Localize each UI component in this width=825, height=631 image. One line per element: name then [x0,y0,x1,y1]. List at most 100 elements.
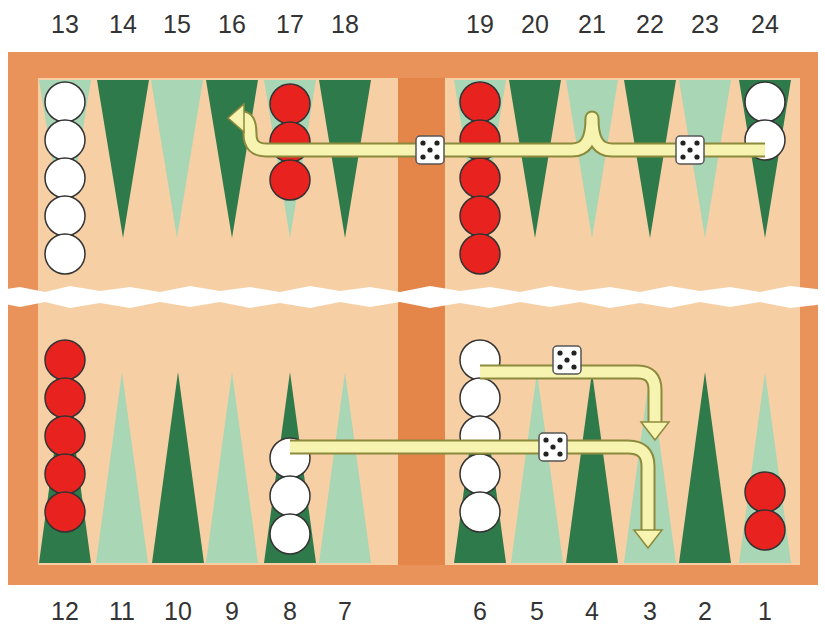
board-point [566,372,618,563]
board-point [96,372,148,563]
die [434,154,439,159]
checker [45,492,85,532]
checker [45,234,85,274]
point-number: 15 [163,12,191,37]
board-point [152,372,204,563]
board-break [0,286,825,308]
checker [460,82,500,122]
checker [745,472,785,512]
point-number: 24 [751,12,779,37]
die [420,140,425,145]
board-frame [8,52,818,585]
move-arrow [228,104,765,548]
move-arrow [228,104,244,132]
board-point [39,80,91,238]
board-point [319,372,371,563]
point-number: 1 [758,599,772,624]
die [694,154,699,159]
checker [270,514,310,554]
board-break [0,286,825,308]
point-number: 14 [109,12,137,37]
move-arrow [641,422,669,440]
board-point [264,80,316,238]
move-arrow [480,372,655,424]
checker [745,82,785,122]
point-number: 9 [225,599,239,624]
board-point [511,372,563,563]
die [416,136,444,164]
checker [45,158,85,198]
die [557,350,562,355]
checker [460,158,500,198]
point-number: 18 [331,12,359,37]
point-number: 20 [521,12,549,37]
checker [460,454,500,494]
point-number: 7 [338,599,352,624]
point-number: 17 [276,12,304,37]
die [434,140,439,145]
checker [45,82,85,122]
die [543,451,548,456]
point-number: 21 [578,12,606,37]
board-point [566,80,618,238]
point-number: 10 [164,599,192,624]
die [571,364,576,369]
point-number: 6 [473,599,487,624]
checker [45,340,85,380]
die [557,451,562,456]
board-point [264,372,316,563]
point-number: 13 [51,12,79,37]
point-number: 19 [466,12,494,37]
point-number: 22 [636,12,664,37]
board-point [206,80,258,238]
board-point [454,80,506,238]
board-point [454,372,506,563]
board-point [39,372,91,563]
die [416,136,704,461]
checker [270,476,310,516]
point-number: 4 [585,599,599,624]
checker [45,82,785,554]
board-frame [8,52,818,585]
checker [45,416,85,456]
die [539,433,567,461]
die [680,154,685,159]
die [687,147,692,152]
die [550,444,555,449]
die [553,346,581,374]
board-point [509,80,561,238]
board-point [739,80,791,238]
die [420,154,425,159]
board-point [206,372,258,563]
move-arrow [480,372,655,424]
checker [45,454,85,494]
point-number: 8 [283,599,297,624]
die [543,437,548,442]
point-number: 3 [643,599,657,624]
checker [460,234,500,274]
point-number: 2 [698,599,712,624]
die [694,140,699,145]
checker [45,378,85,418]
point-number: 12 [51,599,79,624]
board-point [319,80,371,238]
point-number: 11 [109,599,135,624]
board-point [39,80,791,563]
die [427,147,432,152]
die [564,357,569,362]
point-number: 16 [218,12,246,37]
move-arrow [290,447,648,532]
board-point [739,372,791,563]
die [557,437,562,442]
die [557,364,562,369]
checker [270,84,310,124]
board-point [624,80,676,238]
board-point [679,372,731,563]
board-point [151,80,203,238]
checker [270,160,310,200]
die [571,350,576,355]
checker [460,492,500,532]
checker [45,120,85,160]
